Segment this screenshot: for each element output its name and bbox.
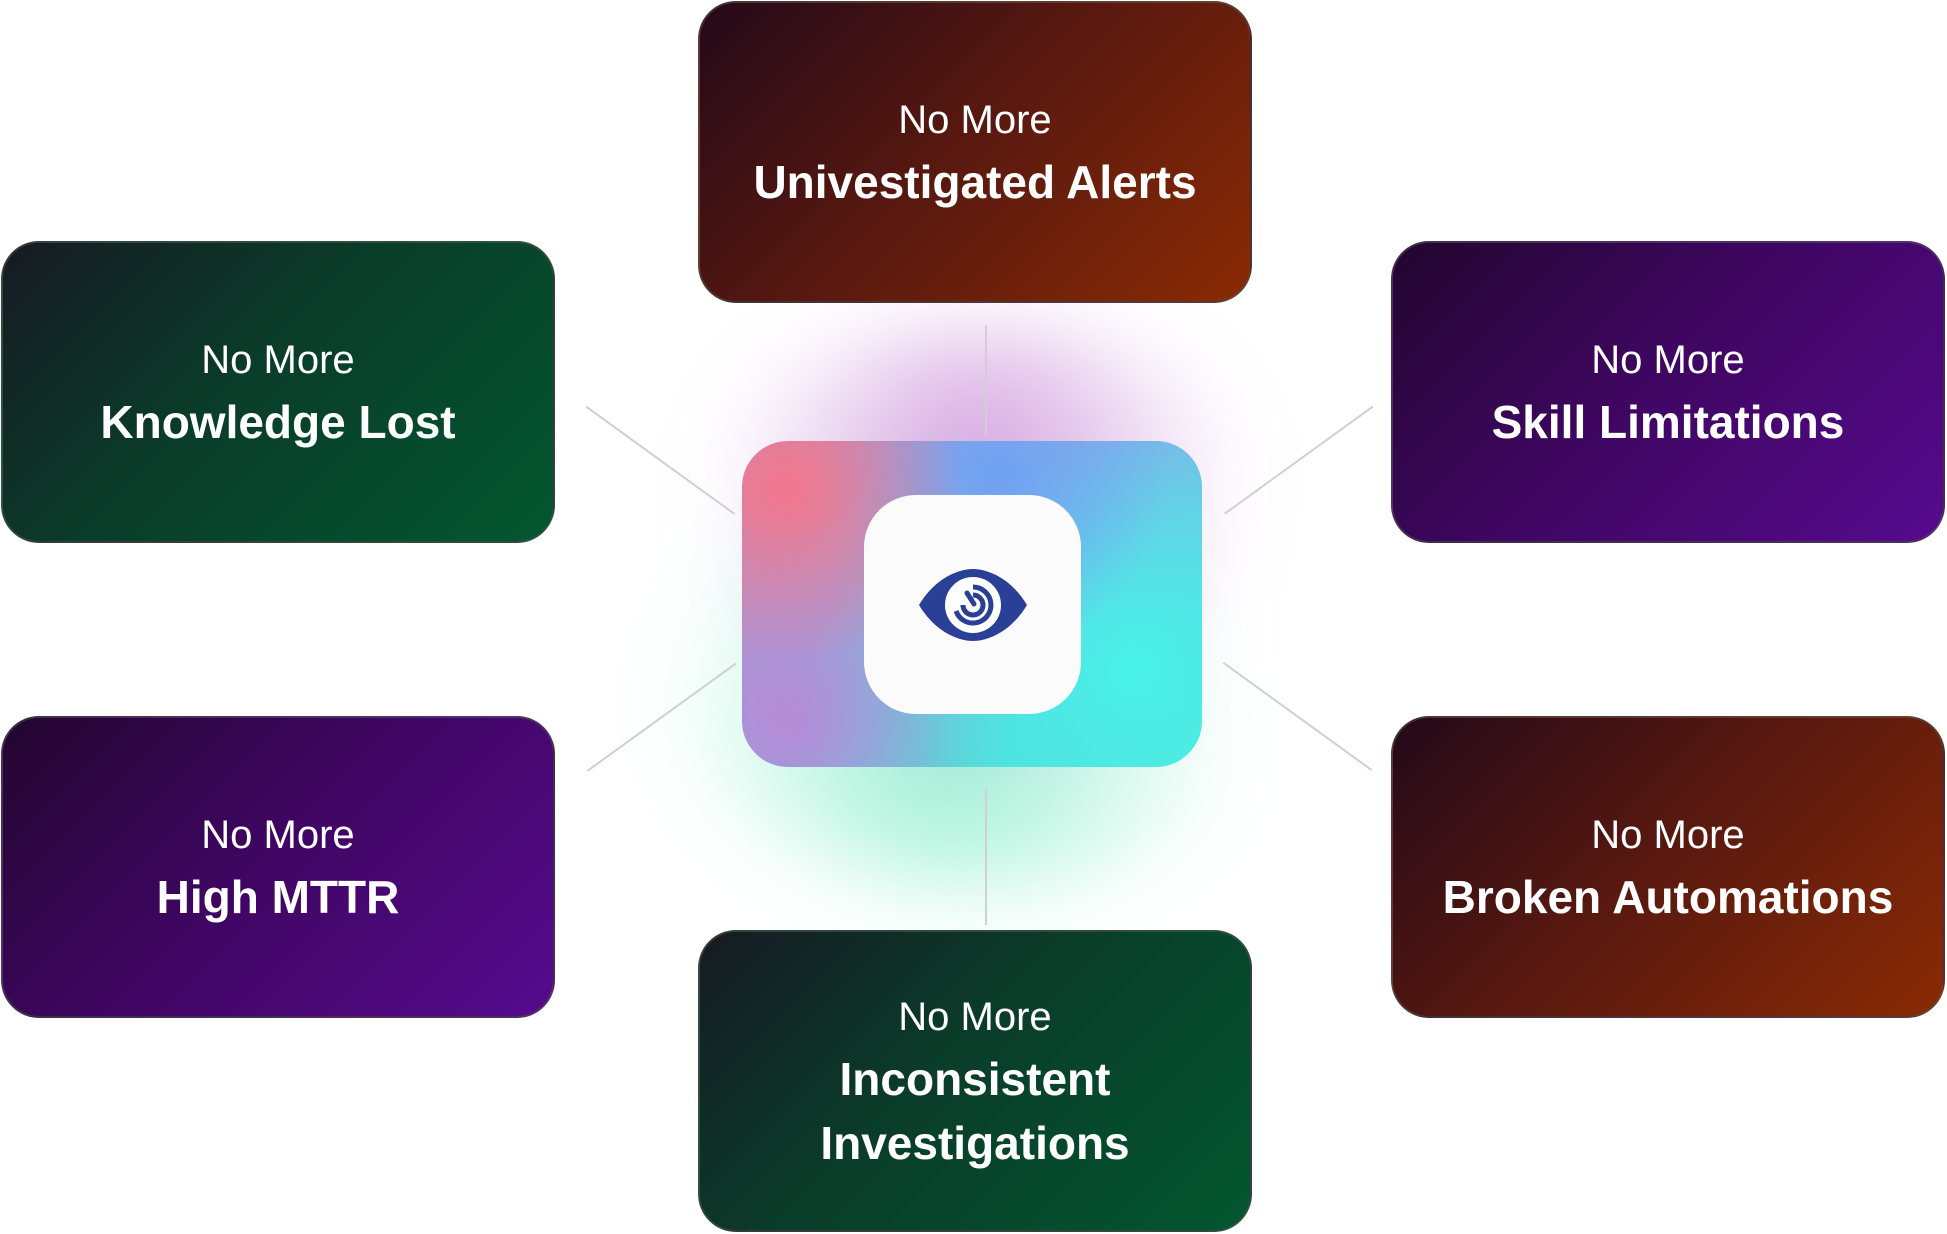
card-title: High MTTR [156, 871, 400, 923]
card-prefix: No More [1591, 338, 1745, 382]
app-icon-tile [864, 495, 1081, 714]
card-skill-limitations: No More Skill Limitations [1391, 241, 1945, 543]
card-prefix: No More [201, 813, 355, 857]
card-prefix: No More [201, 338, 355, 382]
card-inconsistent-investigations: No More Inconsistent Investigations [698, 930, 1252, 1232]
connector-bottom [985, 789, 987, 925]
card-title: Univestigated Alerts [753, 156, 1197, 208]
card-title: Inconsistent Investigations [820, 1053, 1130, 1169]
card-broken-automations: No More Broken Automations [1391, 716, 1945, 1018]
card-title: Broken Automations [1442, 871, 1894, 923]
center-hub [742, 441, 1202, 767]
card-high-mttr: No More High MTTR [1, 716, 555, 1018]
card-prefix: No More [898, 995, 1052, 1039]
card-title: Knowledge Lost [100, 396, 456, 448]
card-unvestigated-alerts: No More Univestigated Alerts [698, 1, 1252, 303]
card-prefix: No More [898, 98, 1052, 142]
eye-logo-icon [918, 568, 1027, 641]
card-prefix: No More [1591, 813, 1745, 857]
card-title: Skill Limitations [1491, 396, 1845, 448]
card-knowledge-lost: No More Knowledge Lost [1, 241, 555, 543]
connector-top [985, 325, 987, 435]
